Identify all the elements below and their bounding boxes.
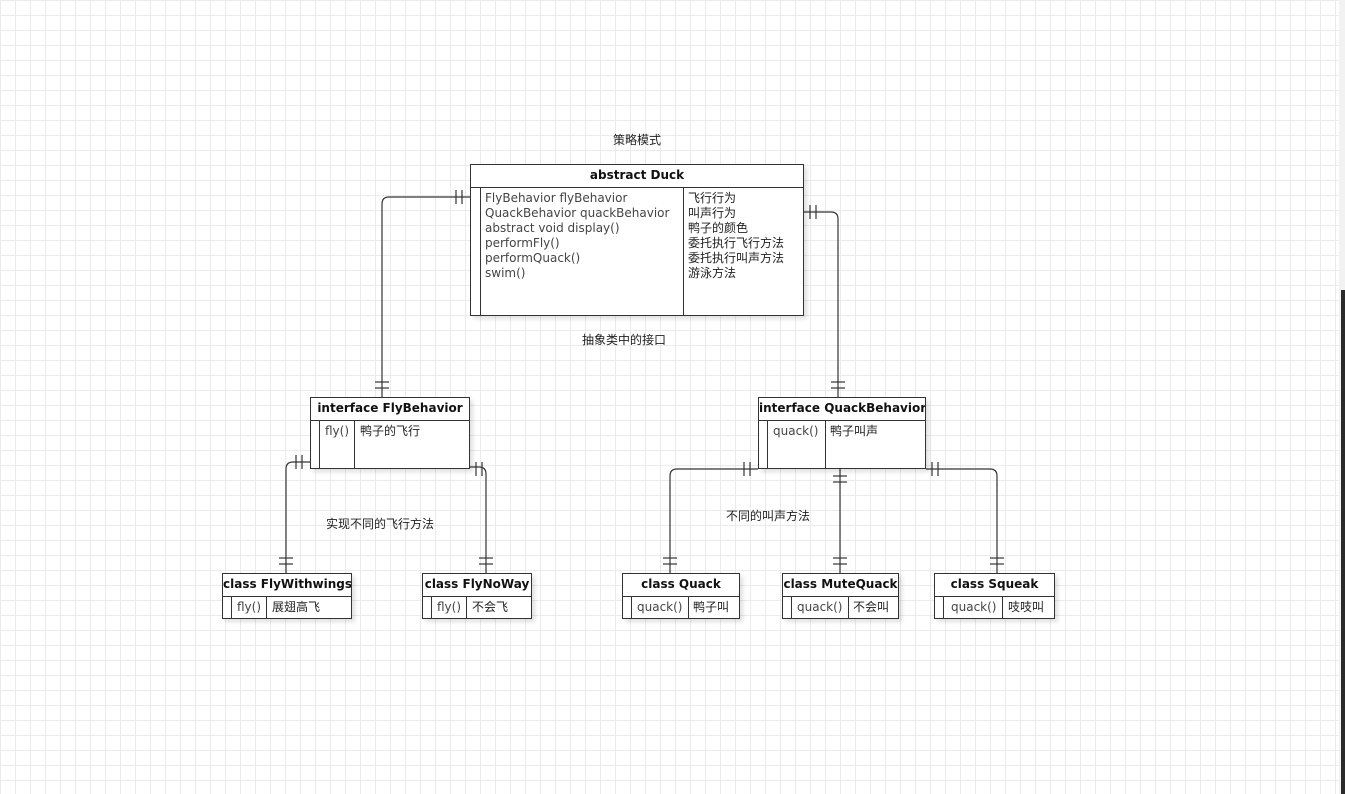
duck-member: QuackBehavior quackBehavior — [485, 206, 670, 220]
connector-quackbehavior-squeak — [926, 468, 998, 573]
class-squeak-divider — [1002, 597, 1003, 618]
class-quack-body: quack() 鸭子叫 — [623, 597, 739, 618]
class-mutequack-title: class MuteQuack — [783, 574, 898, 597]
class-flynoway[interactable]: class FlyNoWay fly() 不会飞 — [422, 573, 532, 619]
interface-quackbehavior[interactable]: interface QuackBehavior quack() 鸭子叫声 — [758, 397, 926, 469]
class-mutequack-note: 不会叫 — [853, 600, 890, 614]
class-flywithwings-gutter — [231, 597, 232, 618]
class-flynoway-body: fly() 不会飞 — [423, 597, 531, 618]
class-quack-divider — [688, 597, 689, 618]
connector-flybehavior-flywithwings — [285, 461, 310, 573]
class-quack-gutter — [631, 597, 632, 618]
class-squeak-title: class Squeak — [935, 574, 1054, 597]
class-squeak[interactable]: class Squeak quack() 吱吱叫 — [934, 573, 1055, 619]
class-flywithwings-note: 展翅高飞 — [272, 600, 321, 614]
duck-note: 委托执行飞行方法 — [688, 236, 785, 250]
class-duck-body: FlyBehavior flyBehavior QuackBehavior qu… — [471, 188, 803, 315]
class-flynoway-member: fly() — [437, 600, 462, 614]
duck-note: 飞行行为 — [688, 191, 737, 205]
annotation-fly-implementations: 实现不同的飞行方法 — [326, 517, 435, 531]
class-quack-note: 鸭子叫 — [693, 600, 730, 614]
connector-duck-flybehavior — [381, 196, 470, 397]
class-duck-gutter — [480, 188, 481, 315]
class-duck-members: FlyBehavior flyBehavior QuackBehavior qu… — [485, 188, 681, 315]
interface-quackbehavior-gutter — [767, 421, 768, 468]
duck-note: 鸭子的颜色 — [688, 221, 749, 235]
class-mutequack-member: quack() — [797, 600, 843, 614]
class-flywithwings-member: fly() — [237, 600, 262, 614]
class-mutequack-gutter — [791, 597, 792, 618]
interface-quackbehavior-note: 鸭子叫声 — [830, 424, 879, 438]
class-mutequack-divider — [848, 597, 849, 618]
connector-quackbehavior-quack — [669, 468, 758, 573]
duck-member: performFly() — [485, 236, 560, 250]
class-squeak-body: quack() 吱吱叫 — [935, 597, 1054, 618]
class-mutequack[interactable]: class MuteQuack quack() 不会叫 — [782, 573, 899, 619]
duck-note: 游泳方法 — [688, 266, 737, 280]
class-flywithwings-body: fly() 展翅高飞 — [223, 597, 351, 618]
interface-quackbehavior-body: quack() 鸭子叫声 — [759, 421, 925, 468]
class-duck-title: abstract Duck — [471, 165, 803, 188]
duck-member: swim() — [485, 266, 526, 280]
class-flynoway-gutter — [431, 597, 432, 618]
class-quack-member: quack() — [637, 600, 683, 614]
duck-member: FlyBehavior flyBehavior — [485, 191, 628, 205]
class-flynoway-title: class FlyNoWay — [423, 574, 531, 597]
interface-flybehavior-title: interface FlyBehavior — [311, 398, 469, 421]
interface-quackbehavior-title: interface QuackBehavior — [759, 398, 925, 421]
duck-member: abstract void display() — [485, 221, 620, 235]
annotation-quack-implementations: 不同的叫声方法 — [726, 509, 811, 523]
class-quack-title: class Quack — [623, 574, 739, 597]
class-flywithwings-divider — [266, 597, 267, 618]
vertical-scrollbar-thumb[interactable] — [1341, 290, 1345, 794]
class-mutequack-body: quack() 不会叫 — [783, 597, 898, 618]
duck-note: 委托执行叫声方法 — [688, 251, 785, 265]
interface-flybehavior-divider — [354, 421, 355, 468]
class-squeak-member: quack() — [951, 600, 997, 614]
annotation-interfaces-in-abstract: 抽象类中的接口 — [582, 333, 667, 347]
interface-flybehavior[interactable]: interface FlyBehavior fly() 鸭子的飞行 — [310, 397, 470, 469]
diagram-title: 策略模式 — [613, 133, 662, 147]
class-flynoway-divider — [466, 597, 467, 618]
class-quack[interactable]: class Quack quack() 鸭子叫 — [622, 573, 740, 619]
class-flywithwings-title: class FlyWithwings — [223, 574, 351, 597]
duck-note: 叫声行为 — [688, 206, 737, 220]
class-squeak-gutter — [943, 597, 944, 618]
interface-flybehavior-body: fly() 鸭子的飞行 — [311, 421, 469, 468]
duck-member: performQuack() — [485, 251, 581, 265]
class-flynoway-note: 不会飞 — [472, 600, 509, 614]
class-duck-divider — [683, 188, 684, 315]
interface-flybehavior-gutter — [319, 421, 320, 468]
connector-flybehavior-flynoway — [470, 466, 487, 573]
interface-quackbehavior-divider — [825, 421, 826, 468]
class-squeak-note: 吱吱叫 — [1008, 600, 1045, 614]
interface-quackbehavior-member: quack() — [773, 424, 819, 438]
interface-flybehavior-member: fly() — [325, 424, 350, 438]
interface-flybehavior-note: 鸭子的飞行 — [360, 424, 421, 438]
class-flywithwings[interactable]: class FlyWithwings fly() 展翅高飞 — [222, 573, 352, 619]
class-duck-notes: 飞行行为 叫声行为 鸭子的颜色 委托执行飞行方法 委托执行叫声方法 游泳方法 — [688, 188, 802, 315]
connector-duck-quackbehavior — [803, 211, 839, 397]
class-duck[interactable]: abstract Duck FlyBehavior flyBehavior Qu… — [470, 164, 804, 316]
